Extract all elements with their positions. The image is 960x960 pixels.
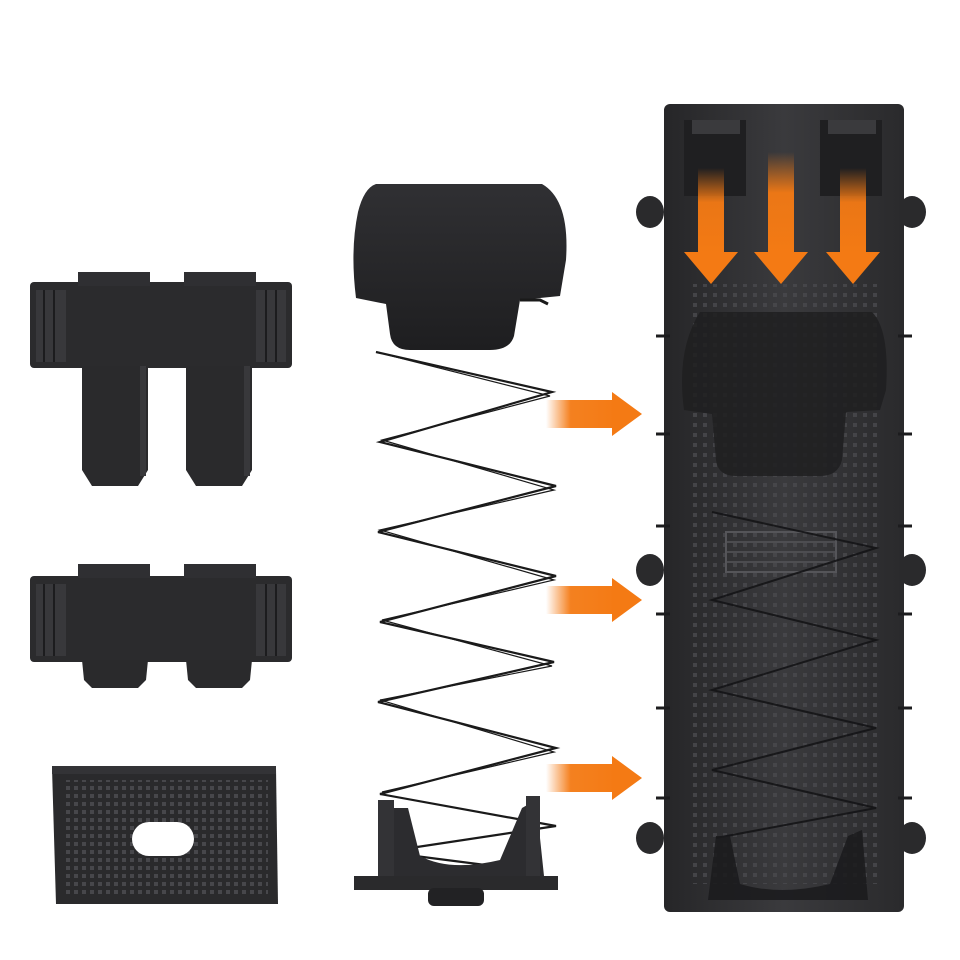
down-arrow-3 [826, 168, 880, 284]
base-plate [52, 766, 278, 904]
spring-base [354, 796, 558, 906]
mag-catch-clip-long [30, 272, 292, 486]
magazine-body [636, 104, 926, 912]
down-arrow-1 [684, 168, 738, 284]
right-arrow-2 [546, 578, 642, 622]
follower [353, 184, 567, 350]
spring [375, 350, 561, 874]
down-arrow-2 [754, 152, 808, 284]
mag-catch-clip-short [30, 564, 292, 688]
right-arrow-3 [546, 756, 642, 800]
right-arrow-1 [546, 392, 642, 436]
